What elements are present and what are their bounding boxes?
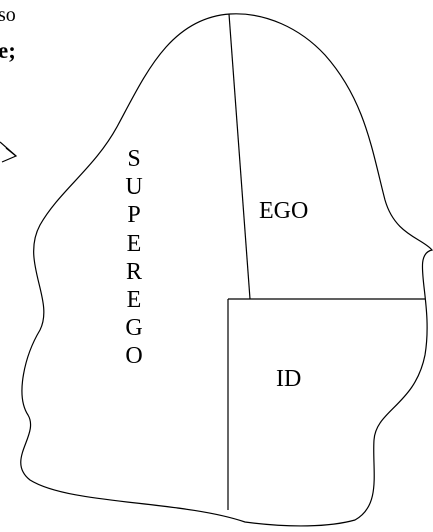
superego-letter: E [126, 287, 142, 314]
cropped-text-bold: e; [0, 38, 16, 63]
ego-label: EGO [259, 198, 309, 224]
cropped-text-top: so [0, 4, 16, 26]
superego-letter: R [125, 258, 142, 285]
id-label: ID [276, 366, 302, 392]
superego-ego-divider [228, 13, 251, 300]
superego-letter: U [125, 174, 143, 201]
superego-letter: O [125, 343, 143, 370]
superego-letter: G [125, 315, 143, 342]
head-outline [20, 13, 433, 527]
arrowhead-icon [0, 141, 18, 163]
superego-letter: E [126, 230, 142, 257]
superego-letter: S [127, 146, 141, 172]
superego-letter: P [127, 202, 141, 229]
